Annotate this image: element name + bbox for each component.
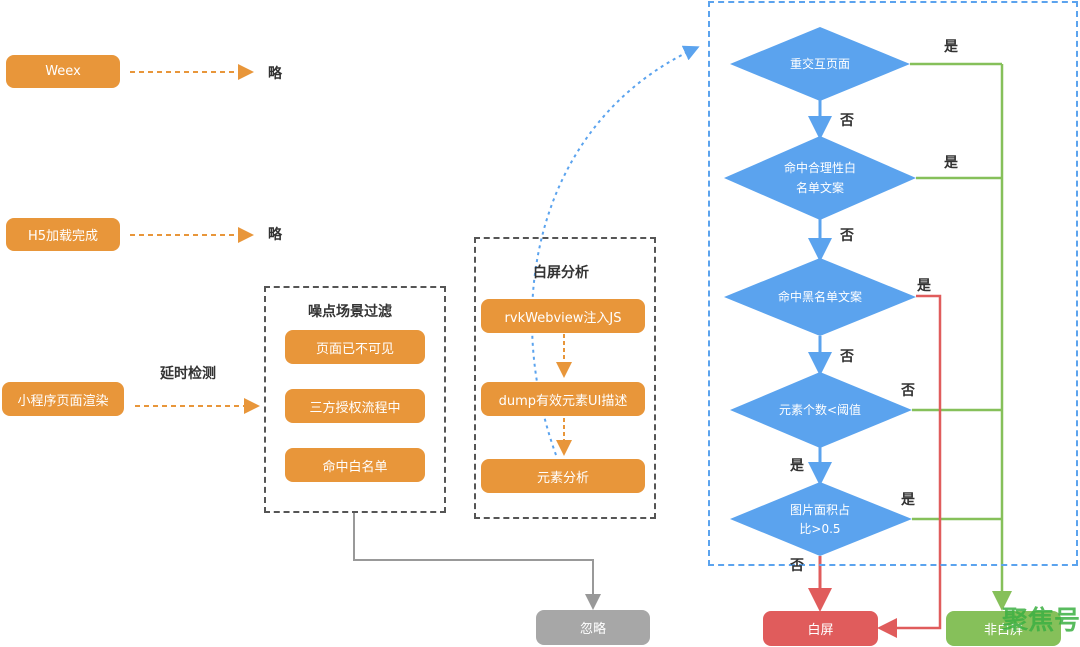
noise-filter-title: 噪点场景过滤	[308, 304, 392, 320]
noise-to-ignore-line	[353, 513, 601, 610]
analysis-step-element-analysis: 元素分析	[481, 459, 645, 493]
analysis-step-inject-js: rvkWebview注入JS	[481, 299, 645, 333]
noise-item-whitelist: 命中白名单	[285, 448, 425, 482]
decision-reasonable-whitelist	[724, 136, 916, 220]
edge-no-d2: 否	[840, 228, 854, 244]
edge-yes-d1: 是	[944, 39, 958, 55]
decision-heavy-interaction-label: 重交互页面	[789, 57, 850, 71]
decision-image-area-label-1: 图片面积占	[789, 503, 850, 517]
edge-no-d4: 否	[901, 383, 915, 399]
decision-element-count-label: 元素个数<阈值	[778, 403, 862, 417]
weex-box: Weex	[6, 55, 120, 88]
result-not-white-screen: 非白屏	[946, 611, 1061, 646]
h5-loaded-box: H5加载完成	[6, 218, 120, 251]
red-d3	[877, 294, 942, 638]
h5-result-label: 略	[268, 227, 282, 243]
analysis-step-dump-ui: dump有效元素UI描述	[481, 382, 645, 416]
analysis-to-decision-curve	[531, 45, 700, 456]
weex-result-label: 略	[268, 66, 282, 82]
decision-image-area-label-2: 比>0.5	[799, 522, 841, 536]
edge-yes-d5: 是	[901, 492, 915, 508]
edge-no-d1: 否	[840, 113, 854, 129]
decision-element-count	[730, 372, 912, 448]
decision-whitelist-label-2: 名单文案	[795, 181, 844, 195]
edge-yes-d4: 是	[790, 458, 804, 474]
edge-yes-d2: 是	[944, 155, 958, 171]
edge-no-d3: 否	[840, 349, 854, 365]
noise-item-page-invisible: 页面已不可见	[285, 330, 425, 364]
watermark: 聚焦号	[1002, 606, 1080, 636]
decision-blacklist-label: 命中黑名单文案	[777, 290, 862, 304]
decision-whitelist-label-1: 命中合理性白	[783, 161, 856, 175]
decision-heavy-interaction	[730, 27, 910, 101]
white-screen-analysis-group	[474, 237, 656, 519]
decision-blacklist	[724, 258, 916, 336]
ignore-box: 忽略	[536, 610, 650, 645]
edge-no-d5: 否	[790, 558, 804, 574]
noise-item-auth-flow: 三方授权流程中	[285, 389, 425, 423]
edge-yes-d3: 是	[917, 278, 931, 294]
delay-detect-label: 延时检测	[160, 366, 216, 382]
decision-image-area	[730, 482, 912, 556]
analysis-title: 白屏分析	[533, 265, 589, 281]
miniapp-render-box: 小程序页面渲染	[2, 382, 124, 416]
result-white-screen: 白屏	[763, 611, 878, 646]
decision-group	[708, 1, 1078, 566]
noise-filter-group	[264, 286, 446, 513]
